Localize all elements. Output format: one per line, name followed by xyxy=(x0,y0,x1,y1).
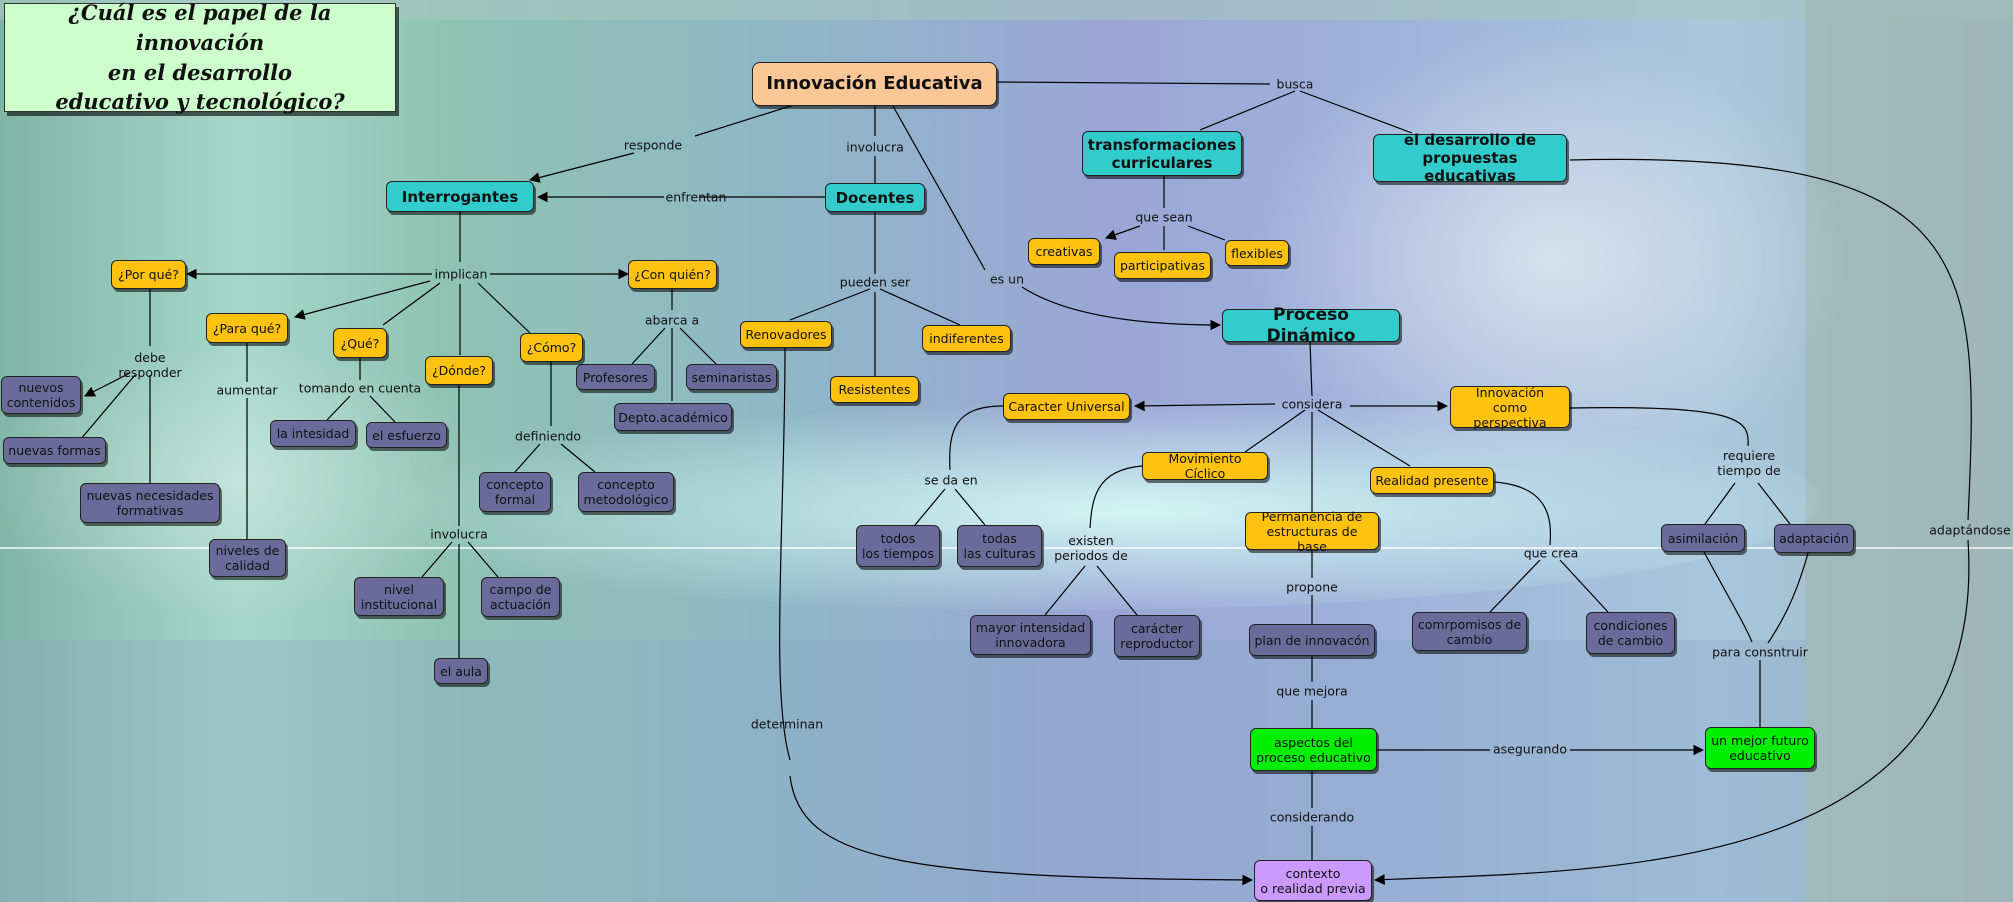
label-adaptandose: adaptándose xyxy=(1929,522,2011,538)
node-mayor-intensidad[interactable]: mayor intensidad innovadora xyxy=(970,615,1091,655)
node-participativas[interactable]: participativas xyxy=(1114,252,1211,279)
label-implican: implican xyxy=(434,266,488,282)
label-involucra: involucra xyxy=(846,139,904,155)
node-el-esfuerzo[interactable]: el esfuerzo xyxy=(366,422,447,448)
node-nivel-institucional[interactable]: nivel institucional xyxy=(354,577,444,616)
label-requiere-tiempo: requiere tiempo de xyxy=(1717,448,1781,478)
node-desarrollo-propuestas[interactable]: el desarrollo de propuestas educativas xyxy=(1373,131,1567,185)
node-indiferentes[interactable]: indiferentes xyxy=(922,325,1011,352)
node-creativas[interactable]: creativas xyxy=(1028,238,1100,265)
node-renovadores[interactable]: Renovadores xyxy=(740,321,832,348)
node-con-quien[interactable]: ¿Con quién? xyxy=(628,260,717,289)
label-considerando: considerando xyxy=(1269,809,1355,825)
node-movimiento-ciclico[interactable]: Movimiento Cíclico xyxy=(1142,451,1268,481)
node-transformaciones-curriculares[interactable]: transformaciones curriculares xyxy=(1082,131,1242,176)
node-flexibles[interactable]: flexibles xyxy=(1225,240,1289,266)
node-todos-tiempos[interactable]: todos los tiempos xyxy=(856,525,940,567)
node-realidad-presente[interactable]: Realidad presente xyxy=(1370,467,1494,494)
node-docentes[interactable]: Docentes xyxy=(825,183,925,212)
label-que-crea: que crea xyxy=(1523,545,1579,561)
node-contexto-realidad-previa[interactable]: contexto o realidad previa xyxy=(1254,860,1372,901)
label-busca: busca xyxy=(1276,76,1314,92)
label-pueden-ser: pueden ser xyxy=(839,274,911,290)
node-donde[interactable]: ¿Dónde? xyxy=(425,356,493,385)
node-innovacion-perspectiva[interactable]: Innovación como perspectiva xyxy=(1450,385,1570,430)
node-seminaristas[interactable]: seminaristas xyxy=(686,364,777,390)
label-involucra-donde: involucra xyxy=(430,526,488,542)
node-adaptacion[interactable]: adaptación xyxy=(1774,524,1854,553)
node-campo-actuacion[interactable]: campo de actuación xyxy=(481,577,560,617)
label-determinan: determinan xyxy=(750,716,824,732)
node-profesores[interactable]: Profesores xyxy=(576,364,655,390)
node-todas-culturas[interactable]: todas las culturas xyxy=(957,525,1042,567)
label-para-construir: para consntruir xyxy=(1712,644,1808,660)
node-niveles-calidad[interactable]: niveles de calidad xyxy=(209,539,286,577)
node-la-intesidad[interactable]: la intesidad xyxy=(270,420,356,447)
label-que-mejora: que mejora xyxy=(1276,683,1348,699)
label-tomando-en-cuenta: tomando en cuenta xyxy=(298,380,422,396)
node-para-que[interactable]: ¿Para qué? xyxy=(206,313,288,343)
label-enfrentan: enfrentan xyxy=(665,189,727,205)
label-aumentar: aumentar xyxy=(216,382,278,398)
node-permanencia[interactable]: Permanencia de estructuras de base xyxy=(1245,509,1379,554)
node-por-que[interactable]: ¿Por qué? xyxy=(111,260,186,289)
label-abarca-a: abarca a xyxy=(644,312,700,328)
label-que-sean: que sean xyxy=(1135,209,1193,225)
node-proceso-dinamico[interactable]: Proceso Dinámico xyxy=(1222,305,1400,346)
node-concepto-formal[interactable]: concepto formal xyxy=(479,472,551,512)
node-compromisos-cambio[interactable]: comrpomisos de cambio xyxy=(1412,612,1527,651)
label-definiendo: definiendo xyxy=(514,428,582,444)
node-mejor-futuro[interactable]: un mejor futuro educativo xyxy=(1705,727,1815,769)
question-title: ¿Cuál es el papel de la innovación en el… xyxy=(4,0,396,114)
node-innovacion-educativa[interactable]: Innovación Educativa xyxy=(752,62,997,106)
label-existen-periodos: existen periodos de xyxy=(1054,533,1128,563)
node-aspectos-proceso[interactable]: aspectos del proceso educativo xyxy=(1250,728,1377,771)
label-debe-responder: debe responder xyxy=(118,350,182,380)
node-depto-academico[interactable]: Depto.académico xyxy=(614,403,732,431)
node-resistentes[interactable]: Resistentes xyxy=(830,376,919,403)
label-considera: considera xyxy=(1281,396,1343,412)
label-propone: propone xyxy=(1286,579,1338,595)
node-asimilacion[interactable]: asimilación xyxy=(1661,524,1745,552)
node-condiciones-cambio[interactable]: condiciones de cambio xyxy=(1586,612,1675,654)
node-caracter-reproductor[interactable]: carácter reproductor xyxy=(1114,615,1200,657)
label-asegurando: asegurando xyxy=(1492,741,1568,757)
label-es-un: es un xyxy=(989,271,1025,287)
node-el-aula[interactable]: el aula xyxy=(434,658,488,684)
node-como[interactable]: ¿Cómo? xyxy=(520,333,583,362)
label-responde: responde xyxy=(623,137,683,153)
node-nuevas-formas[interactable]: nuevas formas xyxy=(3,437,106,464)
node-nuevas-necesidades[interactable]: nuevas necesidades formativas xyxy=(80,483,220,523)
node-nuevos-contenidos[interactable]: nuevos contenidos xyxy=(1,376,81,414)
node-concepto-metodologico[interactable]: concepto metodológico xyxy=(578,472,674,512)
node-plan-innovacion[interactable]: plan de innovacón xyxy=(1249,624,1375,656)
node-que[interactable]: ¿Qué? xyxy=(333,328,387,358)
node-interrogantes[interactable]: Interrogantes xyxy=(386,181,534,212)
label-se-da-en: se da en xyxy=(924,472,978,488)
node-caracter-universal[interactable]: Caracter Universal xyxy=(1003,393,1130,420)
